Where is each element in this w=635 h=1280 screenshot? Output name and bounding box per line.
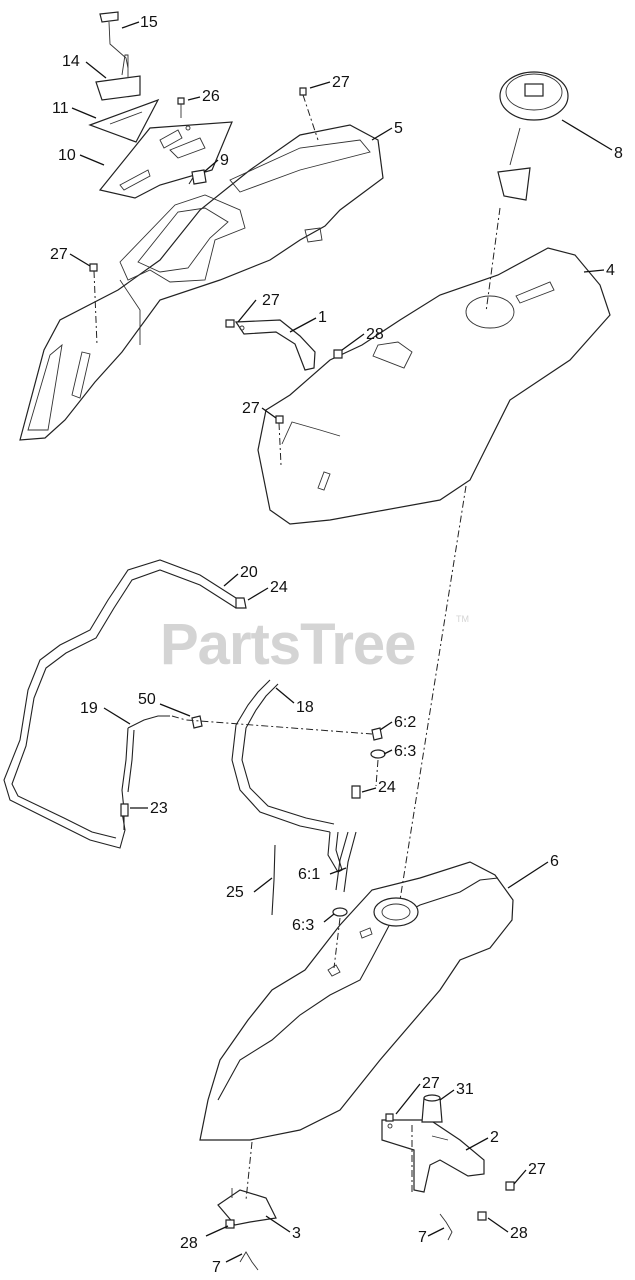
callout-11: 11 xyxy=(52,100,69,117)
part-31-bumper xyxy=(421,1094,443,1123)
callout-6-3-a: 6:3 xyxy=(394,743,416,760)
part-10-plate xyxy=(98,121,233,199)
callout-27-f: 27 xyxy=(528,1161,546,1178)
part-20-fuel-hose xyxy=(3,559,237,849)
callout-2: 2 xyxy=(490,1129,499,1146)
callout-28-a: 28 xyxy=(366,326,384,343)
part-8-fuel-cap xyxy=(497,71,569,201)
callout-26: 26 xyxy=(202,88,220,105)
part-3-bracket xyxy=(217,1188,277,1226)
part-7-clamp-b xyxy=(439,1213,453,1241)
callout-1: 1 xyxy=(318,309,327,326)
part-6-2-fitting xyxy=(371,727,383,741)
callout-24-a: 24 xyxy=(270,579,288,596)
callout-5: 5 xyxy=(394,120,403,137)
callout-6-1: 6:1 xyxy=(298,866,320,883)
callout-18: 18 xyxy=(296,699,314,716)
fasteners xyxy=(89,87,515,1229)
part-11-gasket xyxy=(88,98,160,143)
part-9-clip xyxy=(191,169,207,185)
callout-31: 31 xyxy=(456,1081,474,1098)
callout-28-c: 28 xyxy=(180,1235,198,1252)
part-23-fitting xyxy=(120,803,129,817)
callout-6: 6 xyxy=(550,853,559,870)
part-6-3-grommet-b xyxy=(332,907,348,917)
part-50-filter xyxy=(191,715,203,729)
part-24-clamp-top xyxy=(235,597,247,609)
callout-19: 19 xyxy=(80,700,98,717)
callout-27-a: 27 xyxy=(332,74,350,91)
callout-27-e: 27 xyxy=(422,1075,440,1092)
callout-14: 14 xyxy=(62,53,80,70)
part-7-clamp-a xyxy=(239,1251,259,1271)
callout-6-3-b: 6:3 xyxy=(292,917,314,934)
callout-20: 20 xyxy=(240,564,258,581)
part-6-fuel-tank xyxy=(199,861,514,1141)
leader-lines xyxy=(69,21,613,1263)
part-4-tank-cover xyxy=(257,247,611,525)
part-6-3-grommet-a xyxy=(370,749,386,759)
callout-3: 3 xyxy=(292,1225,301,1242)
watermark-text: PartsTree xyxy=(160,612,415,677)
part-15-fuel-shutoff-knob xyxy=(99,11,129,69)
part-26-screw xyxy=(177,97,185,118)
part-19-vent-hose xyxy=(121,715,170,830)
callout-7-a: 7 xyxy=(212,1259,221,1276)
callout-28-b: 28 xyxy=(510,1225,528,1242)
part-2-bracket xyxy=(381,1119,485,1193)
callout-15: 15 xyxy=(140,14,158,31)
callout-50: 50 xyxy=(138,691,156,708)
part-6-1-pickup-tube xyxy=(335,831,357,893)
callout-4: 4 xyxy=(606,262,615,279)
callout-8: 8 xyxy=(614,145,623,162)
callout-7-b: 7 xyxy=(418,1229,427,1246)
part-14-bracket xyxy=(95,54,141,101)
part-1-bracket xyxy=(234,319,316,371)
part-24-clamp-mid xyxy=(351,785,361,799)
callout-10: 10 xyxy=(58,147,76,164)
callout-24-b: 24 xyxy=(378,779,396,796)
callout-23: 23 xyxy=(150,800,168,817)
part-25-tie-strap xyxy=(271,844,276,916)
watermark: PartsTree TM xyxy=(160,612,469,677)
assembly-lines xyxy=(93,94,501,1201)
part-18-fuel-line xyxy=(231,679,343,873)
callout-27-b: 27 xyxy=(50,246,68,263)
callout-27-d: 27 xyxy=(242,400,260,417)
callout-27-c: 27 xyxy=(262,292,280,309)
watermark-trademark: TM xyxy=(456,614,469,624)
callout-25: 25 xyxy=(226,884,244,901)
part-5-console-cover xyxy=(19,124,384,441)
callout-9: 9 xyxy=(220,152,229,169)
callout-6-2: 6:2 xyxy=(394,714,416,731)
callout-labels: 15 14 11 26 10 9 27 5 8 27 4 27 1 28 27 … xyxy=(50,14,623,1276)
